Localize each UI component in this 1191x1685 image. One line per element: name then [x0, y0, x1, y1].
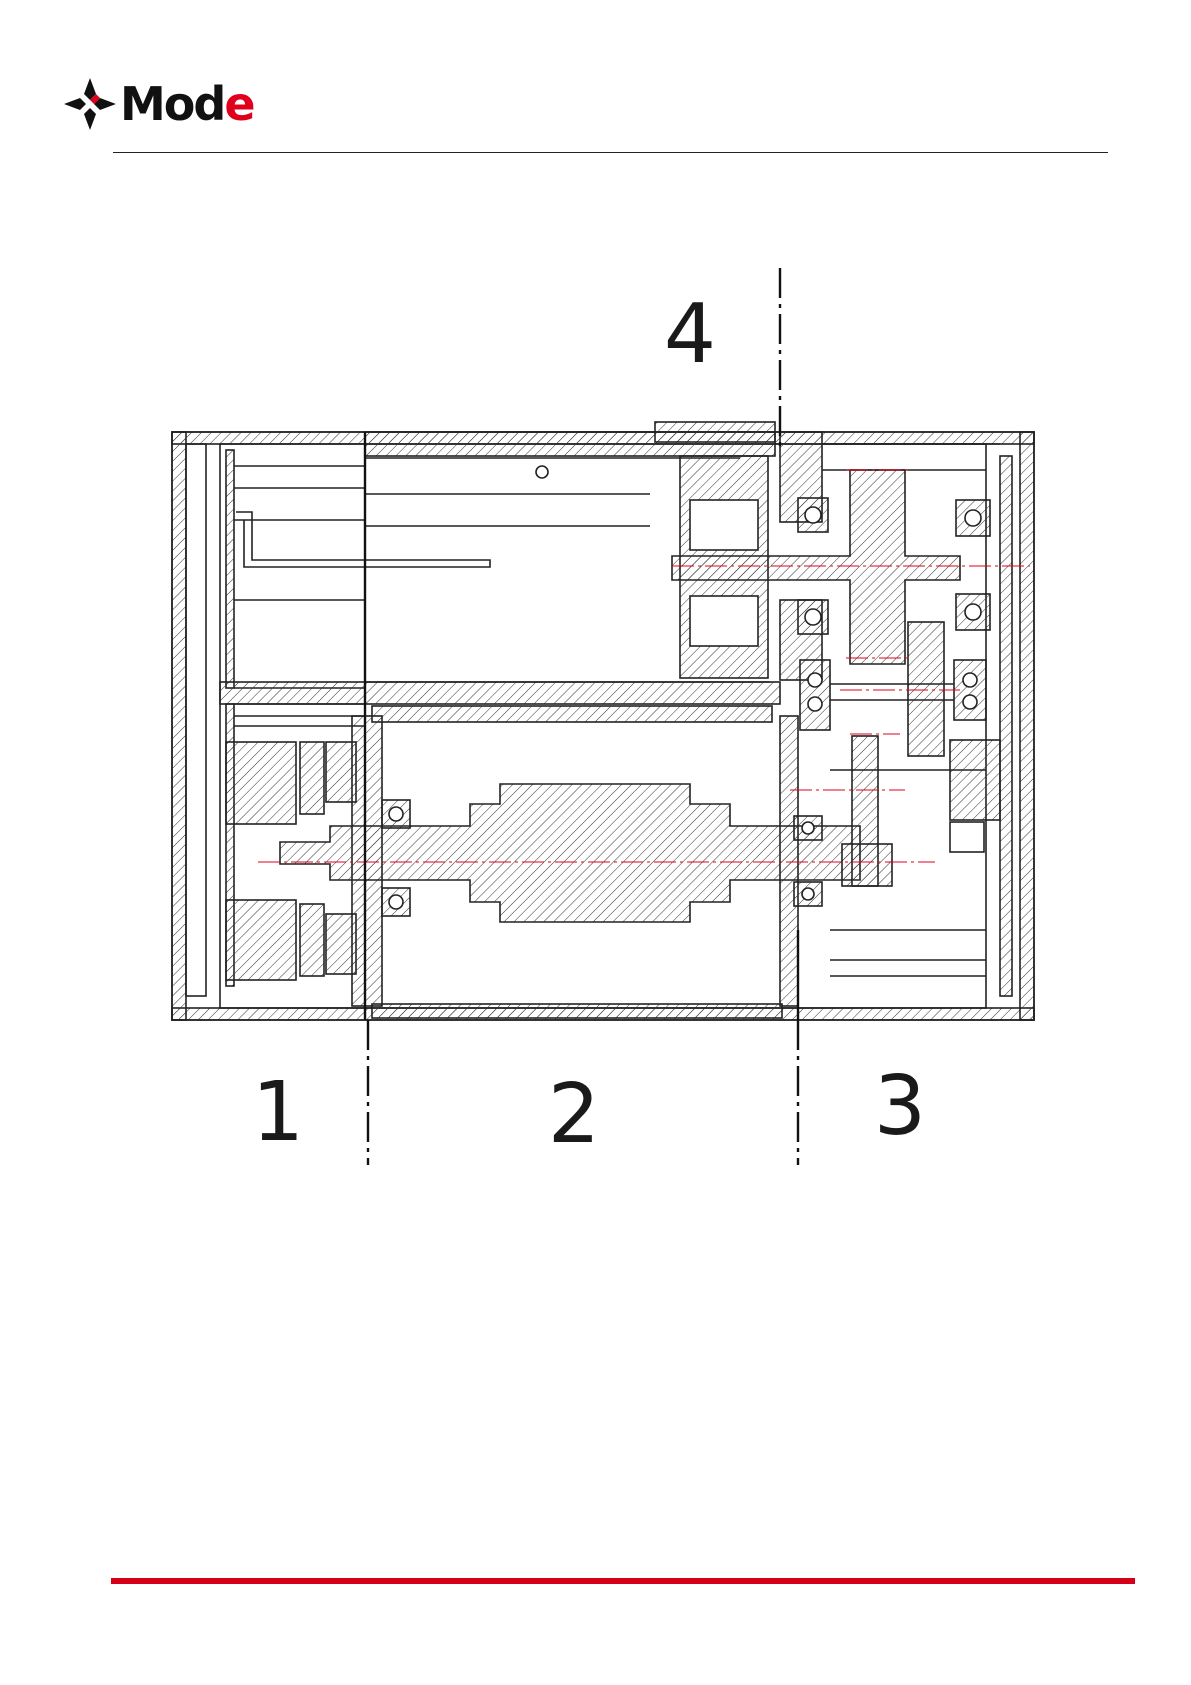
zone-label-3: 3	[874, 1059, 926, 1154]
zone-label-1: 1	[252, 1065, 304, 1160]
footer-rule	[111, 1578, 1135, 1584]
zone-label-2: 2	[548, 1067, 600, 1162]
zone-label-4: 4	[664, 287, 716, 382]
